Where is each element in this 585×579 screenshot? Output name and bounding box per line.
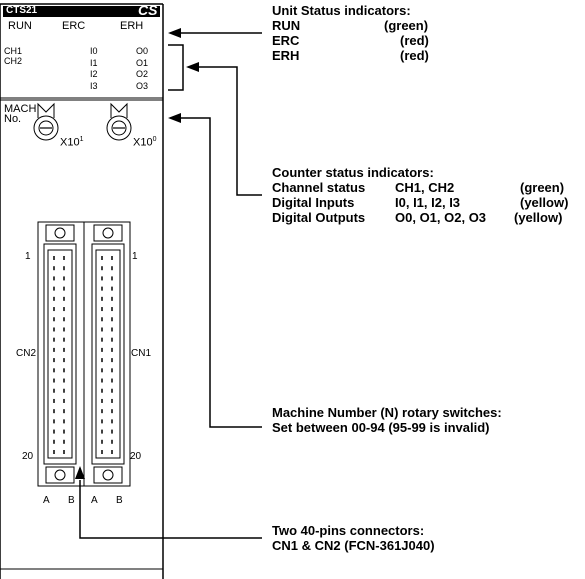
- output-o3-label: O3: [136, 81, 149, 91]
- col-b-left-label: B: [68, 495, 75, 506]
- pin-1-left-label: 1: [25, 251, 31, 262]
- unit-status-title: Unit Status indicators:: [272, 3, 411, 18]
- input-i3-label: I3: [90, 81, 98, 91]
- model-header-bar: [3, 6, 160, 17]
- switch-x10-1-exponent: 1: [79, 136, 84, 143]
- input-i2-label: I2: [90, 69, 98, 79]
- counter-outputs-name: Digital Outputs: [272, 210, 366, 225]
- unit-status-erh-color: (red): [400, 48, 429, 63]
- switch-x10-1-text: X10: [60, 136, 80, 149]
- connectors-line2: CN1 & CN2 (FCN-361J040): [272, 538, 435, 553]
- arrow-machine-number: [168, 113, 181, 123]
- leader-lines: [79, 32, 262, 539]
- unit-status-erh-name: ERH: [272, 48, 300, 63]
- col-a-left-label: A: [43, 495, 50, 506]
- output-o1-label: O1: [136, 58, 149, 68]
- rotary-switch-x10-1: [33, 102, 59, 141]
- channel-ch2-label: CH2: [4, 56, 23, 66]
- output-o2-label: O2: [136, 69, 149, 79]
- col-b-right-label: B: [116, 495, 123, 506]
- pin-20-right-label: 20: [130, 451, 142, 462]
- counter-inputs-color: (yellow): [520, 195, 569, 210]
- output-o0-label: O0: [136, 46, 149, 56]
- cn1-label: CN1: [131, 348, 152, 359]
- switch-x10-0-text: X10: [133, 136, 153, 149]
- counter-channel-value: CH1, CH2: [395, 180, 455, 195]
- led-erh-label: ERH: [120, 20, 144, 32]
- counter-indicator-bracket: [168, 44, 184, 91]
- col-a-right-label: A: [91, 495, 98, 506]
- arrow-unit-status: [168, 28, 181, 38]
- mach-label: MACH: [4, 103, 37, 115]
- counter-channel-name: Channel status: [272, 180, 366, 195]
- input-i1-label: I1: [90, 58, 98, 68]
- unit-status-erc-color: (red): [400, 33, 429, 48]
- unit-status-run-name: RUN: [272, 18, 301, 33]
- counter-inputs-name: Digital Inputs: [272, 195, 355, 210]
- connectors-line1: Two 40-pins connectors:: [272, 523, 425, 538]
- module-brand-logo: CS: [138, 2, 158, 18]
- unit-status-run-color: (green): [384, 18, 429, 33]
- channel-ch1-label: CH1: [4, 46, 23, 56]
- connector-assembly: [37, 221, 131, 487]
- arrowheads: [75, 28, 199, 479]
- arrow-connectors: [75, 466, 85, 479]
- arrow-counter-status: [186, 62, 199, 72]
- switch-x10-0-exponent: 0: [152, 136, 157, 143]
- pin-1-right-label: 1: [132, 251, 138, 262]
- switch-x10-1-label: X101: [60, 134, 83, 149]
- switch-x10-0-label: X100: [133, 134, 156, 149]
- module-body: [0, 3, 164, 579]
- mach-no-label: No.: [4, 113, 22, 125]
- module-model-label: CTS21: [6, 5, 38, 16]
- connector-pins: [53, 256, 113, 454]
- counter-inputs-value: I0, I1, I2, I3: [395, 195, 461, 210]
- cn2-label: CN2: [16, 348, 37, 359]
- machine-number-line1: Machine Number (N) rotary switches:: [272, 405, 502, 420]
- input-i0-label: I0: [90, 46, 98, 56]
- led-erc-label: ERC: [62, 20, 86, 32]
- counter-outputs-color: (yellow): [514, 210, 563, 225]
- machine-number-line2: Set between 00-94 (95-99 is invalid): [272, 420, 490, 435]
- rotary-switch-x10-0: [106, 102, 132, 141]
- led-run-label: RUN: [8, 20, 32, 32]
- counter-channel-color: (green): [520, 180, 565, 195]
- unit-status-erc-name: ERC: [272, 33, 300, 48]
- counter-status-title: Counter status indicators:: [272, 165, 434, 180]
- pin-20-left-label: 20: [22, 451, 34, 462]
- counter-outputs-value: O0, O1, O2, O3: [395, 210, 487, 225]
